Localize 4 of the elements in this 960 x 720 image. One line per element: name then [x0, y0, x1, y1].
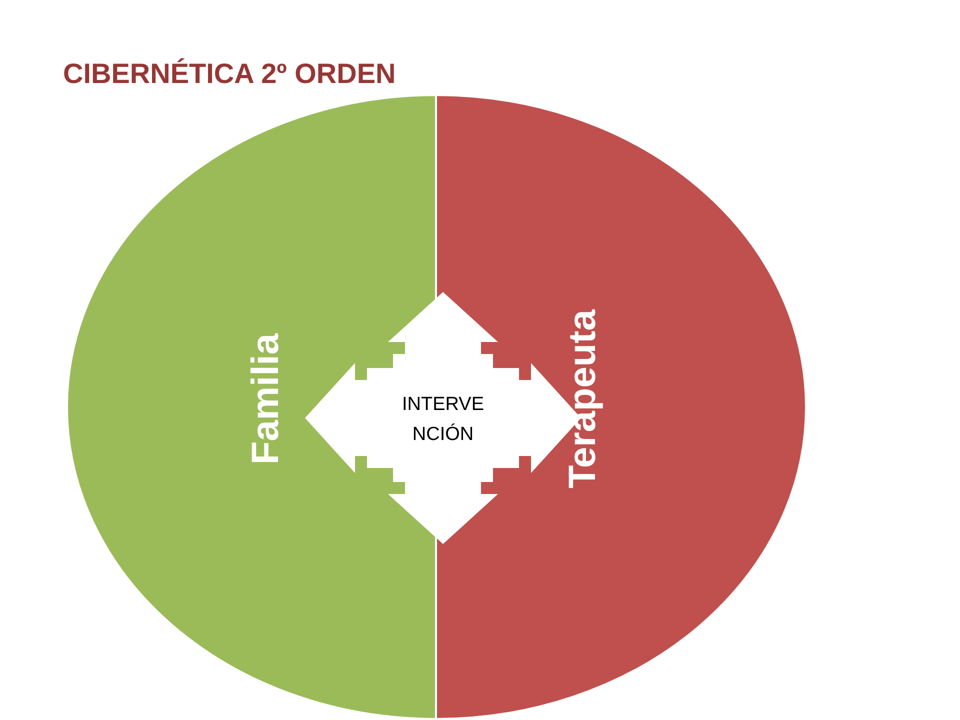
- arrow-label: INTERVENCIÓN: [400, 393, 485, 447]
- vertical-label: Terapeuta: [562, 310, 605, 488]
- vertical-label: Familia: [245, 334, 288, 464]
- diagram-title: CIBERNÉTICA 2º ORDEN: [63, 58, 396, 90]
